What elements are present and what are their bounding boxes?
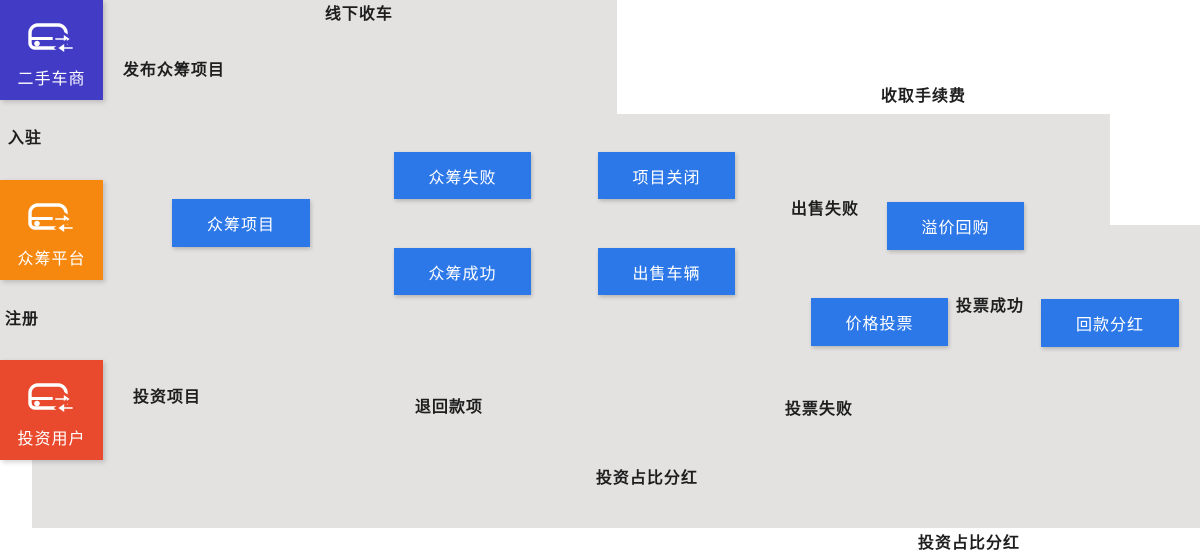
flow-label-share-dividend: 投资占比分红 bbox=[918, 535, 1021, 552]
node-sell-vehicle[interactable]: 出售车辆 bbox=[598, 248, 735, 295]
actor-label-dealer: 二手车商 bbox=[17, 71, 86, 88]
canvas-region-bottom bbox=[32, 460, 1200, 528]
node-premium-buyback[interactable]: 溢价回购 bbox=[887, 202, 1024, 250]
flow-label-publish-project: 发布众筹项目 bbox=[123, 62, 226, 79]
flow-label-sale-failed: 出售失败 bbox=[791, 201, 860, 218]
actor-tile-platform[interactable]: 众筹平台 bbox=[0, 180, 103, 280]
flow-label-offline-collect: 线下收车 bbox=[325, 6, 394, 23]
actor-label-investor: 投资用户 bbox=[17, 431, 86, 448]
actor-label-platform: 众筹平台 bbox=[17, 251, 86, 268]
car-swap-icon bbox=[27, 377, 77, 417]
flow-label-refund: 退回款项 bbox=[415, 399, 484, 416]
actor-tile-investor[interactable]: 投资用户 bbox=[0, 360, 103, 460]
node-payment-dividend[interactable]: 回款分红 bbox=[1041, 299, 1179, 347]
flow-label-register: 注册 bbox=[5, 311, 40, 328]
actor-tile-dealer[interactable]: 二手车商 bbox=[0, 0, 103, 100]
node-crowdfunding-failed[interactable]: 众筹失败 bbox=[394, 152, 531, 199]
flow-label-vote-success: 投票成功 bbox=[956, 298, 1025, 315]
flow-label-share-dividend: 投资占比分红 bbox=[596, 470, 699, 487]
node-project-closed[interactable]: 项目关闭 bbox=[598, 152, 735, 199]
flow-label-service-fee: 收取手续费 bbox=[881, 88, 967, 105]
node-crowdfunding-success[interactable]: 众筹成功 bbox=[394, 248, 531, 295]
flow-label-invest-project: 投资项目 bbox=[133, 389, 202, 406]
car-swap-icon bbox=[27, 17, 77, 57]
node-crowdfunding-project[interactable]: 众筹项目 bbox=[172, 199, 310, 247]
car-swap-icon bbox=[27, 197, 77, 237]
flow-label-onboard: 入驻 bbox=[8, 130, 43, 147]
node-price-vote[interactable]: 价格投票 bbox=[811, 298, 948, 346]
flow-label-vote-failed: 投票失败 bbox=[785, 401, 854, 418]
